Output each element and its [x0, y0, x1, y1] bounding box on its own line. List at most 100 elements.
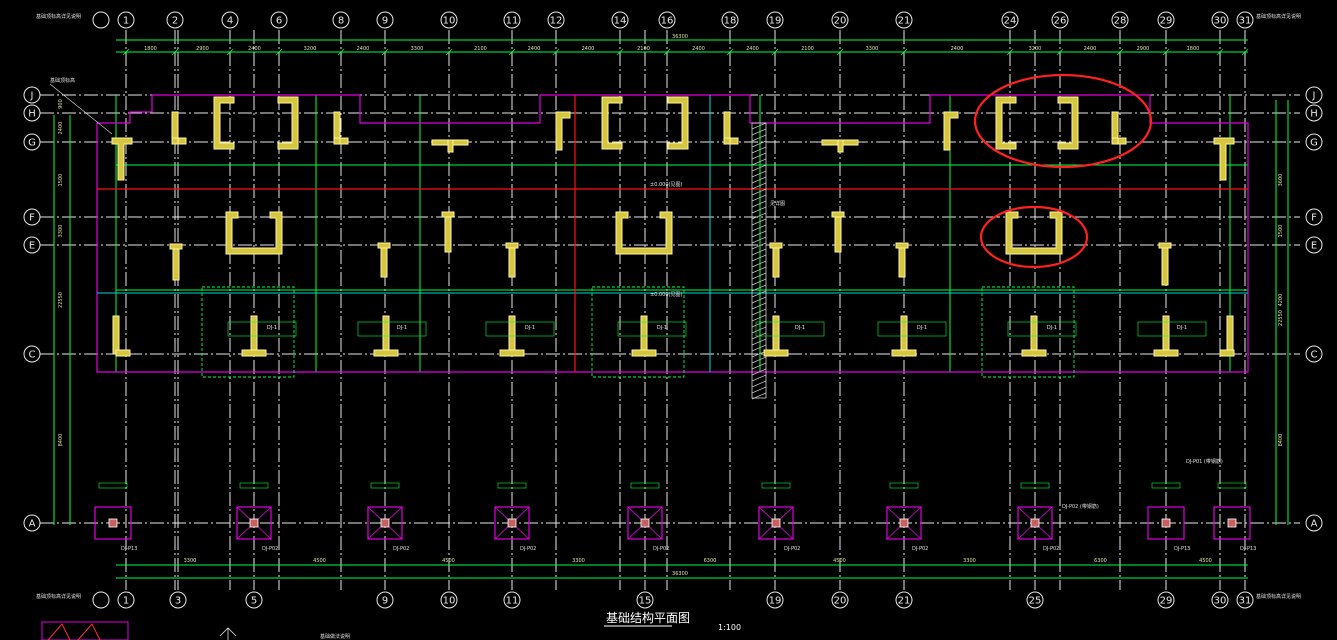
axis-bubble-right	[1305, 345, 1323, 363]
axis-bubble-top	[332, 11, 350, 29]
hatch-line	[751, 158, 767, 166]
axis-bubble-top-extra	[92, 11, 110, 29]
pile-core-8	[1161, 518, 1171, 528]
hatch-line	[751, 176, 767, 184]
hatch-line	[751, 344, 767, 352]
pile-dim-box-0	[98, 482, 128, 489]
footing-label-box-6	[1137, 321, 1207, 337]
footing-label: DJ-1	[795, 325, 805, 331]
hatch-line	[751, 326, 767, 334]
axis-bubble-top	[1051, 11, 1069, 29]
axis-bubble-top-label: 21	[898, 16, 911, 27]
wall-l	[171, 111, 187, 145]
footing-label: DJ-1	[267, 325, 277, 331]
axis-bubble-top	[1001, 11, 1019, 29]
footing-label: DJ-1	[1177, 325, 1187, 331]
axis-bubble-left-label: E	[29, 241, 35, 252]
wall-bar-stub	[447, 139, 454, 153]
dim-tick-top-0	[122, 48, 130, 56]
highlight-ellipse-walls	[973, 73, 1153, 169]
dim-tick-top-18	[1162, 48, 1170, 56]
pile-cap-1	[236, 506, 272, 540]
axis-bubble-bottom-label: 20	[834, 596, 847, 607]
hatch-line	[751, 134, 767, 142]
pile-core-2	[380, 518, 390, 528]
axis-bubble-top-label: 8	[338, 16, 344, 27]
wall-l	[333, 111, 349, 145]
top-span-dim: 2100	[474, 46, 487, 52]
axis-bubble-top	[1157, 11, 1175, 29]
footing-label-box-1	[485, 321, 555, 337]
dim-tick-top-6	[445, 48, 453, 56]
dim-tick-top-16	[1056, 48, 1064, 56]
hatch-line	[751, 164, 767, 172]
wall-corner-0	[111, 137, 133, 181]
pile-label: DJ-P02	[912, 546, 928, 552]
hatch-line	[751, 392, 767, 400]
left-note: 基础顶标高	[50, 77, 75, 84]
axis-bubble-top-label: 10	[443, 16, 456, 27]
dim-tick-top-4	[337, 48, 345, 56]
footing-label-box-7	[227, 321, 297, 337]
top-span-dim: 2400	[582, 46, 595, 52]
axis-bubble-top-label: 11	[506, 16, 519, 27]
hatch-line	[751, 386, 767, 394]
axis-bubble-top-label: 30	[1214, 16, 1227, 27]
pile-cap-4	[627, 506, 663, 540]
footing-label: DJ-1	[1047, 325, 1057, 331]
axis-bubble-left	[23, 133, 41, 151]
hatch-line	[751, 182, 767, 190]
highlight-ellipse-core	[979, 205, 1089, 269]
pile-core-4	[640, 518, 650, 528]
dim-tick-top-20	[1241, 48, 1249, 56]
axis-bubble-top-label: 29	[1160, 16, 1173, 27]
wall-u-core	[225, 211, 283, 255]
pile-dim-box-3	[497, 482, 527, 489]
dim-tick-top-10	[663, 48, 671, 56]
section-symbol	[219, 627, 237, 640]
axis-bubble-top-label: 6	[276, 16, 282, 27]
axis-bubble-top	[117, 11, 135, 29]
axis-bubble-bottom-extra	[92, 591, 110, 609]
left-row-dim: 22550	[58, 292, 64, 308]
right-row-dim: 8400	[1278, 434, 1284, 447]
expansion-joint	[751, 122, 767, 399]
axis-bubble-bottom-label: 9	[382, 596, 388, 607]
hatch-line	[751, 152, 767, 160]
dim-tick-top-13	[836, 48, 844, 56]
hatch-line	[751, 128, 767, 136]
hatch-line	[751, 200, 767, 208]
hatch-line	[751, 248, 767, 256]
bottom-span-dim: 4500	[313, 558, 326, 564]
axis-bubble-right	[1305, 208, 1323, 226]
pile-label: DJ-P13	[1240, 546, 1256, 552]
axis-bubble-bottom	[440, 591, 458, 609]
left-row-dim: 8400	[58, 434, 64, 447]
wall-c	[1057, 96, 1079, 150]
top-span-dim: 3200	[304, 46, 317, 52]
section-note: 基础做法说明	[320, 633, 350, 640]
pile-label: DJ-P02	[653, 546, 669, 552]
wall-column-cap-1	[377, 242, 391, 249]
drawing-title: 基础结构平面图	[606, 610, 690, 625]
footing-label-box-5	[1007, 321, 1077, 337]
wall-c-stem-9	[1226, 315, 1234, 355]
top-span-dim: 3300	[866, 46, 879, 52]
wall-u-core	[615, 211, 673, 255]
axis-bubble-bottom-label: 30	[1214, 596, 1227, 607]
pile-core-7	[1030, 518, 1040, 528]
axis-bubble-right	[1305, 133, 1323, 151]
pile-dim-box-5	[761, 482, 791, 489]
corner-note-rt: 基础顶标高详见说明	[1256, 13, 1301, 20]
hatch-line	[751, 308, 767, 316]
axis-bubble-bottom-label: 21	[898, 596, 911, 607]
axis-bubble-top	[547, 11, 565, 29]
pile-dim-box-4	[630, 482, 660, 489]
axis-bubble-left	[23, 208, 41, 226]
bottom-span-dim: 4500	[833, 558, 846, 564]
axis-bubble-right	[1305, 236, 1323, 254]
pile-dim-box-1	[239, 482, 269, 489]
pile-dim-box-9	[1217, 482, 1247, 489]
